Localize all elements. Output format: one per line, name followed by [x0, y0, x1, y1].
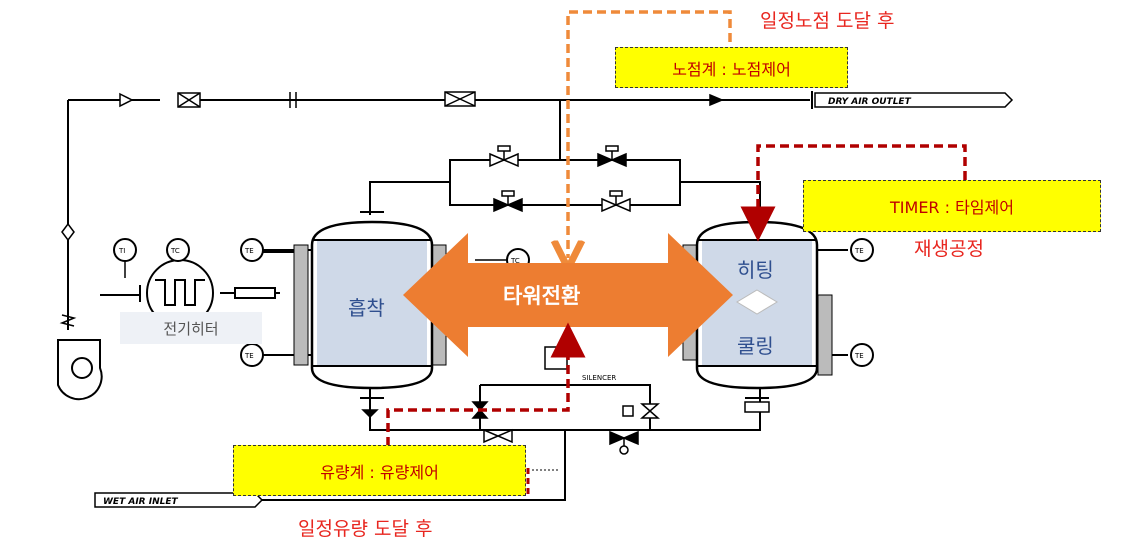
gauge-label: TC: [510, 257, 520, 265]
gauge-label: TE: [854, 247, 864, 255]
adsorption-label: 흡착: [348, 296, 385, 320]
flow-meter-callout: 유량계 : 유량제어: [233, 445, 526, 496]
silencer-label: SILENCER: [582, 374, 616, 382]
valve-icon: [622, 403, 660, 419]
gauge-label: TE: [244, 352, 254, 360]
timer-signal-line: [740, 144, 967, 242]
tower-switch-arrow: [403, 233, 733, 357]
tower-switch-label: 타워전환: [503, 284, 581, 308]
dew-point-signal-line: [568, 10, 732, 258]
wet-air-inlet-label: WET AIR INLET: [103, 497, 178, 507]
valve-icon: [609, 430, 639, 455]
heating-label: 히팅: [737, 258, 774, 282]
gauge-label: TE: [244, 247, 254, 255]
valve-icon: [361, 409, 379, 419]
dry-air-outlet-label: DRY AIR OUTLET: [828, 97, 912, 107]
dew-point-reached-label: 일정노점 도달 후: [760, 10, 895, 32]
gauge-icon: TE: [240, 343, 264, 367]
timer-callout: TIMER : 타임제어: [803, 180, 1101, 232]
gauges-left: TI TC TE TE: [113, 238, 264, 367]
valve-icon: [489, 145, 519, 168]
gauge-icon: TC: [166, 238, 190, 262]
gauge-icon: TE: [850, 238, 874, 262]
gauge-icon: TE: [850, 343, 874, 367]
cooling-label: 쿨링: [737, 334, 774, 358]
gauge-icon: TI: [113, 238, 137, 278]
dry-air-outlet-tag: DRY AIR OUTLET: [811, 91, 1014, 109]
gauge-label: TC: [170, 247, 180, 255]
gauge-label: TI: [118, 247, 125, 255]
electric-heater-label: 전기히터: [120, 312, 262, 344]
valve-icon: [601, 190, 631, 213]
adsorption-tower: [310, 211, 434, 399]
top-line-fittings: [59, 91, 724, 327]
upper-valves: [489, 145, 631, 213]
silencer-icon: SILENCER: [544, 346, 616, 382]
regeneration-process-label: 재생공정: [914, 238, 984, 260]
gauge-label: TE: [854, 352, 864, 360]
valve-icon: [597, 145, 627, 168]
gauge-icon: TE: [240, 238, 264, 262]
valve-icon: [493, 190, 523, 213]
blower-icon: [57, 339, 103, 401]
wet-air-inlet-tag: WET AIR INLET: [94, 492, 264, 508]
flow-signal-line: [386, 322, 586, 498]
flow-reached-label: 일정유량 도달 후: [298, 518, 433, 540]
valve-icon: [483, 428, 513, 444]
dew-point-callout: 노점계 : 노점제어: [615, 47, 848, 88]
